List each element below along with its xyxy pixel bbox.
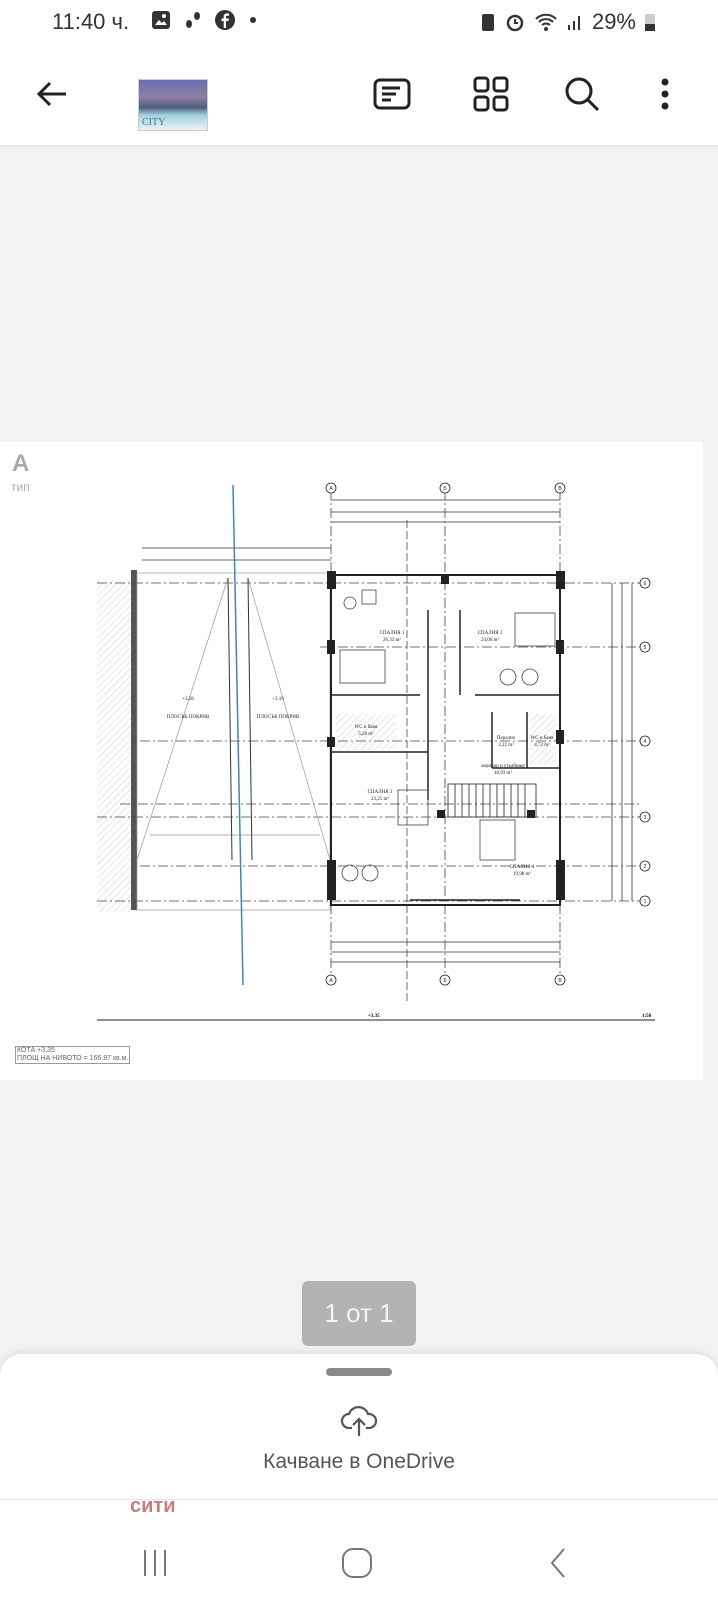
cloud-upload-icon bbox=[340, 1406, 378, 1436]
more-options-button[interactable] bbox=[650, 72, 680, 116]
search-button[interactable] bbox=[560, 72, 604, 116]
svg-text:+3.28: +3.28 bbox=[182, 697, 194, 702]
scale-label: 1:50 bbox=[642, 1014, 652, 1019]
elevation-note: КОТА +3,35 bbox=[17, 1047, 55, 1054]
more-icon bbox=[661, 78, 669, 110]
adjacent-wall bbox=[97, 580, 133, 912]
furniture bbox=[339, 589, 556, 882]
svg-text:3: 3 bbox=[644, 815, 647, 821]
recent-apps-button[interactable] bbox=[130, 1543, 180, 1583]
outline-icon bbox=[373, 78, 411, 110]
svg-text:5: 5 bbox=[644, 645, 647, 651]
flat-roof bbox=[136, 572, 331, 911]
battery-icon bbox=[645, 14, 655, 31]
signal-icon bbox=[567, 16, 580, 30]
svg-text:26,33 m²: 26,33 m² bbox=[383, 637, 401, 643]
svg-text:Б: Б bbox=[443, 978, 447, 984]
axis-label: А bbox=[329, 486, 333, 492]
svg-text:1: 1 bbox=[644, 899, 647, 905]
svg-text:24,06 m²: 24,06 m² bbox=[481, 637, 499, 643]
svg-text:23,25 m²: 23,25 m² bbox=[371, 796, 389, 802]
area-note: ПЛОЩ НА НИВОТО = 166,87 кв.м. bbox=[17, 1055, 129, 1062]
room-label: WC и баня bbox=[531, 736, 555, 741]
axis-bubbles bbox=[325, 482, 651, 986]
dimension-lines bbox=[142, 499, 633, 963]
floor-plan-drawing: СПАЛНЯ 126,33 m² СПАЛНЯ 224,06 m² СПАЛНЯ… bbox=[97, 482, 655, 1021]
svg-text:В: В bbox=[558, 486, 562, 492]
svg-text:4: 4 bbox=[644, 739, 647, 745]
type-letter: A bbox=[12, 450, 30, 477]
room-label: Перално bbox=[497, 736, 516, 741]
room-label: СПАЛНЯ 1 bbox=[380, 631, 405, 636]
status-bar: 11:40 ч. 29% bbox=[0, 0, 718, 50]
boundary-line bbox=[232, 484, 244, 986]
svg-text:2: 2 bbox=[644, 864, 647, 870]
document-logo: CITY bbox=[138, 79, 208, 131]
svg-text:18,93 m²: 18,93 m² bbox=[494, 770, 512, 776]
back-chevron-icon bbox=[550, 1548, 565, 1578]
type-label: тип bbox=[11, 480, 30, 494]
svg-text:19,98 m²: 19,98 m² bbox=[513, 871, 531, 877]
level-info-box: КОТА +3,35 ПЛОЩ НА НИВОТО = 166,87 кв.м. bbox=[15, 1046, 131, 1064]
sheet-handle[interactable] bbox=[326, 1368, 392, 1376]
axis-label: А bbox=[329, 978, 333, 984]
grid-icon bbox=[473, 76, 509, 112]
room-label: СПАЛНЯ 3 bbox=[368, 790, 393, 795]
svg-text:5,28 m²: 5,28 m² bbox=[358, 731, 374, 737]
interior-walls bbox=[331, 610, 560, 901]
battery-saver-icon bbox=[481, 14, 494, 31]
back-icon bbox=[36, 81, 66, 107]
level-mark: +3.35 bbox=[368, 1014, 380, 1019]
outline-button[interactable] bbox=[370, 72, 414, 116]
facebook-icon bbox=[215, 10, 235, 30]
status-time: 11:40 ч. bbox=[52, 9, 130, 34]
alarm-icon bbox=[506, 14, 524, 32]
svg-text:Б: Б bbox=[443, 486, 447, 492]
staircase bbox=[447, 783, 537, 818]
bottom-sheet: Качване в OneDrive bbox=[0, 1354, 718, 1499]
upload-label: Качване в OneDrive bbox=[263, 1450, 455, 1473]
gallery-icon bbox=[152, 11, 170, 29]
upload-onedrive-button[interactable]: Качване в OneDrive bbox=[220, 1404, 498, 1489]
svg-text:3,22 m²: 3,22 m² bbox=[498, 742, 514, 748]
svg-text:+3.10: +3.10 bbox=[272, 697, 284, 702]
home-icon bbox=[342, 1548, 372, 1578]
steps-icon bbox=[186, 12, 200, 28]
pdf-page[interactable]: A тип bbox=[0, 442, 703, 1080]
thumbnails-button[interactable] bbox=[469, 72, 513, 116]
room-label: ПЛОСЪК ПОКРИВ bbox=[167, 715, 210, 720]
system-back-button[interactable] bbox=[533, 1543, 583, 1583]
battery-percent: 29% bbox=[591, 9, 636, 34]
columns bbox=[327, 571, 565, 900]
page-counter: 1 от 1 bbox=[302, 1281, 416, 1346]
recents-icon bbox=[144, 1550, 166, 1576]
wifi-icon bbox=[535, 13, 557, 31]
axis-label: 6 bbox=[644, 581, 647, 587]
overlay-text: сити bbox=[130, 1495, 176, 1517]
room-label: СПАЛНЯ 4 bbox=[510, 865, 535, 870]
home-button[interactable] bbox=[332, 1543, 382, 1583]
dot-icon bbox=[250, 17, 256, 23]
svg-text:В: В bbox=[558, 978, 562, 984]
svg-text:4,72 m²: 4,72 m² bbox=[534, 742, 550, 748]
room-label: коридор и стълбище bbox=[481, 764, 525, 769]
room-label: СПАЛНЯ 2 bbox=[478, 631, 503, 636]
navigation-bar bbox=[0, 1499, 718, 1601]
room-label: ПЛОСЪК ПОКРИВ bbox=[257, 715, 300, 720]
search-icon bbox=[565, 77, 600, 112]
room-label: WC и баня bbox=[355, 725, 379, 730]
app-bar: CITY bbox=[0, 50, 718, 145]
back-button[interactable] bbox=[30, 72, 74, 116]
